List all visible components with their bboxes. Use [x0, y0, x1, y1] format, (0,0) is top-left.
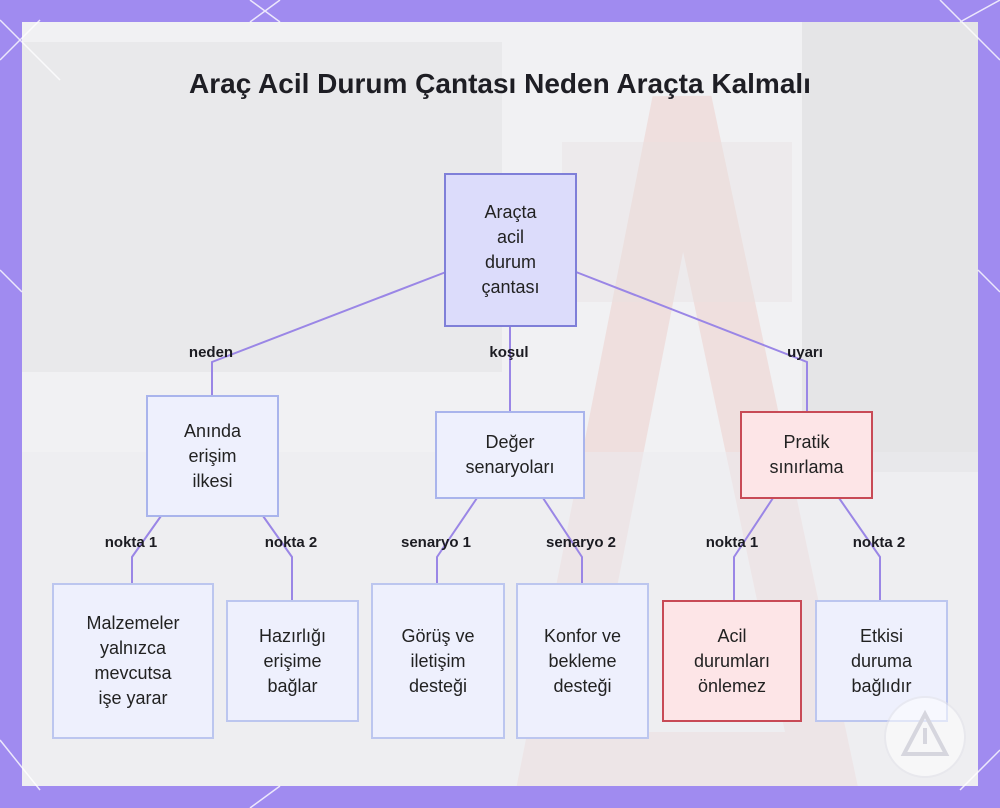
node-leaf-3-label: Görüş ve iletişim desteği — [401, 624, 474, 699]
edge-root-limits — [576, 272, 807, 411]
edge-root-access — [212, 272, 446, 396]
node-leaf-1: Malzemeler yalnızca mevcutsa işe yarar — [52, 583, 214, 739]
node-leaf-2-label: Hazırlığı erişime bağlar — [259, 624, 326, 699]
edge-label-nokta2-left: nokta 2 — [265, 534, 318, 551]
node-leaf-1-label: Malzemeler yalnızca mevcutsa işe yarar — [86, 611, 179, 711]
node-scenarios: Değer senaryoları — [435, 411, 585, 499]
node-leaf-5-label: Acil durumları önlemez — [694, 624, 770, 699]
edge-label-uyari: uyarı — [787, 344, 823, 361]
node-leaf-2: Hazırlığı erişime bağlar — [226, 600, 359, 722]
edge-label-neden: neden — [189, 344, 233, 361]
edge-label-senaryo1: senaryo 1 — [401, 534, 471, 551]
node-root-label: Araçta acil durum çantası — [481, 200, 539, 300]
node-leaf-3: Görüş ve iletişim desteği — [371, 583, 505, 739]
node-limits-label: Pratik sınırlama — [769, 430, 843, 480]
edge-label-nokta1-left: nokta 1 — [105, 534, 158, 551]
node-leaf-4: Konfor ve bekleme desteği — [516, 583, 649, 739]
edge-label-senaryo2: senaryo 2 — [546, 534, 616, 551]
diagram-canvas: Araç Acil Durum Çantası Neden Araçta Kal… — [22, 22, 978, 786]
node-access-label: Anında erişim ilkesi — [184, 419, 241, 494]
node-leaf-5: Acil durumları önlemez — [662, 600, 802, 722]
edge-access-leaf2 — [263, 516, 292, 601]
watermark-logo — [880, 692, 970, 782]
node-root: Araçta acil durum çantası — [444, 173, 577, 327]
node-leaf-4-label: Konfor ve bekleme desteği — [544, 624, 621, 699]
node-scenarios-label: Değer senaryoları — [465, 430, 554, 480]
edge-label-kosul: koşul — [489, 344, 528, 361]
edge-label-nokta2-right: nokta 2 — [853, 534, 906, 551]
node-limits: Pratik sınırlama — [740, 411, 873, 499]
node-leaf-6-label: Etkisi duruma bağlıdır — [851, 624, 912, 699]
node-access: Anında erişim ilkesi — [146, 395, 279, 517]
edge-label-nokta1-right: nokta 1 — [706, 534, 759, 551]
